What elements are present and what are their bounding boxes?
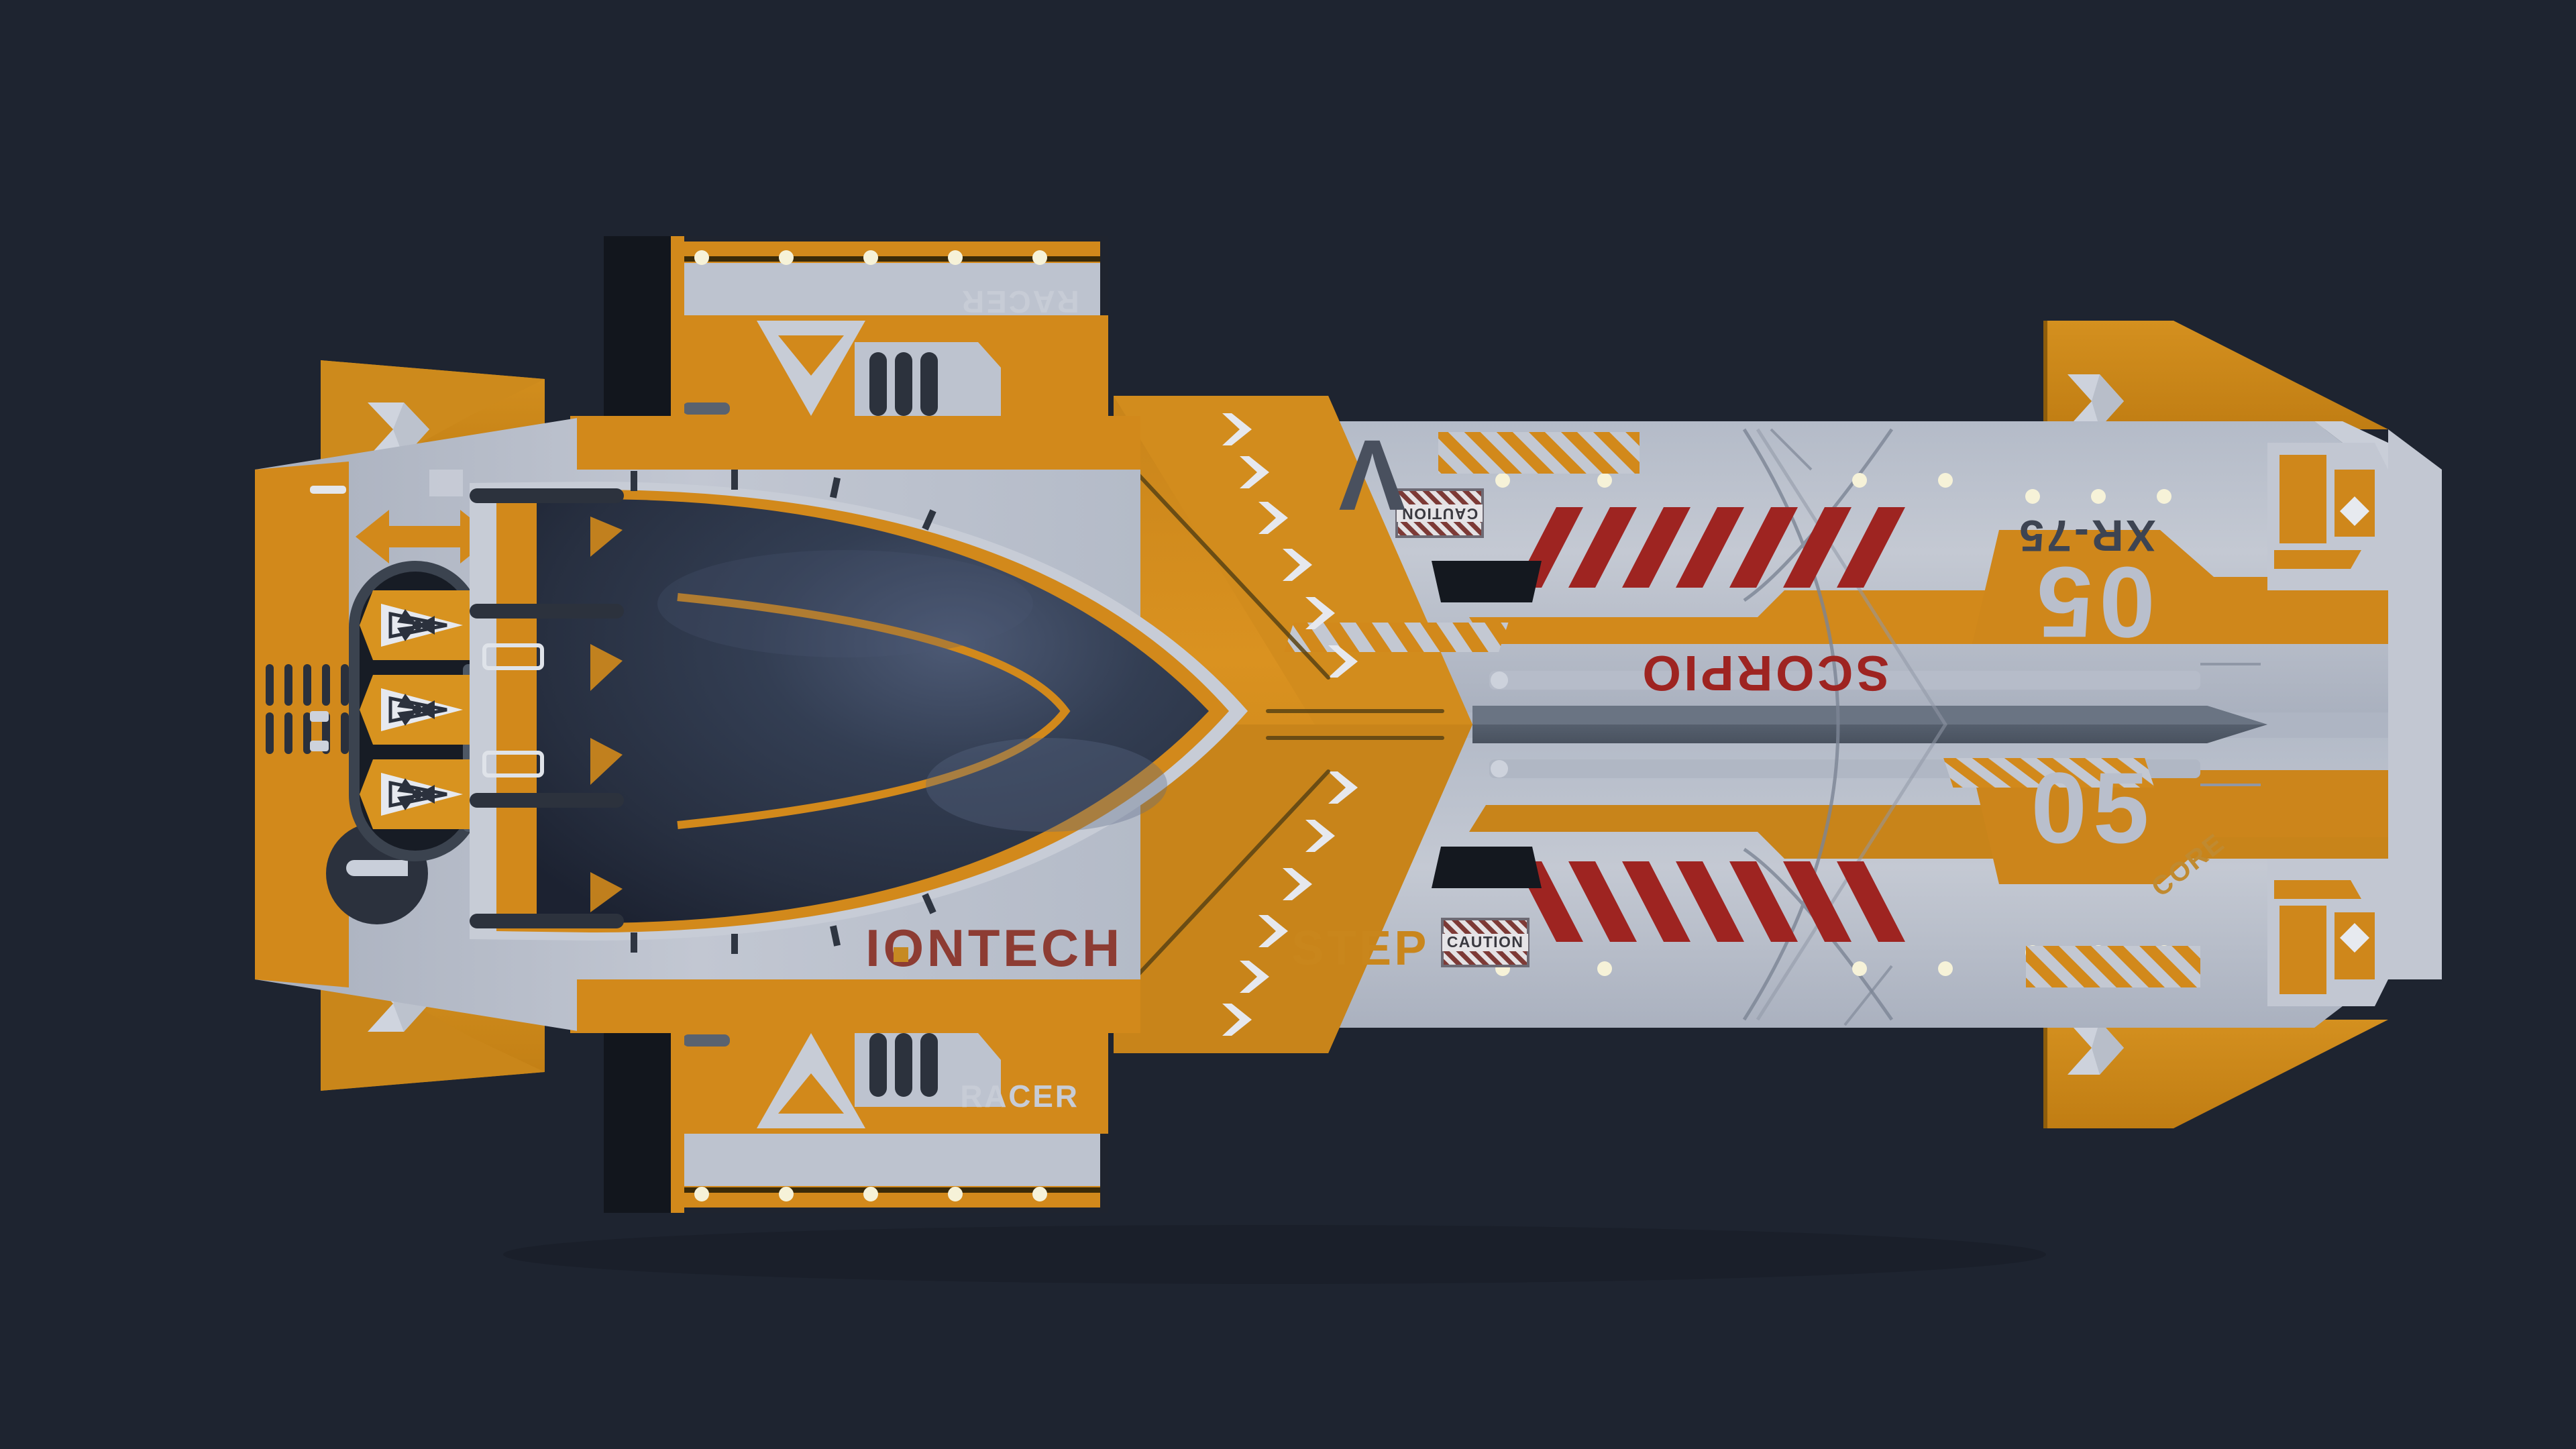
- chevron-right-icon: [2068, 1021, 2124, 1075]
- ground-shadow: [503, 1225, 2046, 1284]
- spine-chevrons-lower: [1222, 771, 1358, 1036]
- caution-label: CAUTION: [1401, 505, 1478, 523]
- nose-leading-edge: [2388, 470, 2442, 979]
- nose-tip-lower: [2267, 859, 2388, 1006]
- racing-number-bottom: 05: [2031, 751, 2155, 864]
- hazard-stripe-panel-nose-2: [1943, 758, 2155, 788]
- caution-label: CAUTION: [1447, 933, 1523, 951]
- step-decal: STEP: [1291, 922, 1429, 975]
- intake-vent-top: [1432, 561, 1542, 602]
- thruster-pipe-group: [855, 1033, 1001, 1107]
- radiation-icon: [360, 759, 486, 829]
- spine-chevrons-upper: [1222, 413, 1358, 678]
- red-stripes-bottom: [1515, 861, 1905, 942]
- engine-pod-bottom: RACER: [604, 1033, 1108, 1213]
- caution-placard-top[interactable]: CAUTION: [1395, 488, 1484, 538]
- pod-lights-bottom: [694, 1187, 1047, 1201]
- nose-accent-lines: [1132, 468, 1444, 981]
- thruster-pipe-group: [855, 342, 1001, 416]
- model-code-decal: XR-75: [2017, 511, 2156, 561]
- running-lights-top: [1495, 473, 2171, 504]
- cockpit-canopy[interactable]: [470, 482, 1248, 941]
- triangle-emblem-icon: [757, 321, 865, 416]
- vent-slots: [266, 664, 368, 754]
- radiation-icon: [360, 675, 486, 745]
- radiation-icon: [360, 590, 486, 660]
- canopy-struts: [470, 488, 624, 928]
- caution-placard-bottom[interactable]: CAUTION: [1441, 918, 1529, 967]
- class-label-bottom: RACER: [960, 1079, 1079, 1114]
- hazard-stripe-panel-nose: [1284, 623, 1509, 652]
- racing-number-band-bottom: [1972, 770, 2388, 884]
- front-fin-upper: [2043, 321, 2388, 429]
- pod-lights-top: [694, 250, 1047, 265]
- hazard-module-housing[interactable]: [349, 561, 486, 861]
- lambda-glyph: Λ: [1338, 419, 1411, 531]
- racing-number-band-top: [1972, 530, 2388, 644]
- centre-lance: [1472, 671, 2267, 778]
- model-name-decal: SCORPIO: [1640, 645, 1889, 701]
- front-fin-lower: [2043, 1020, 2388, 1128]
- mid-hull-details: [310, 470, 463, 751]
- brand-mark-square: [894, 947, 908, 962]
- chevron-right-icon: [2068, 374, 2124, 428]
- double-arrow-icon: [356, 510, 494, 564]
- canopy-shroud-ticks: [631, 470, 936, 954]
- racing-number-top: 05: [2031, 546, 2155, 659]
- engine-pod-top: RACER: [604, 236, 1108, 416]
- class-label-top: RACER: [960, 284, 1079, 319]
- hazard-stripe-panel-bottom: [2026, 946, 2200, 987]
- canopy-chevrons: [590, 517, 623, 912]
- triangle-emblem-icon: [757, 1033, 865, 1128]
- hazard-stripe-panel-top: [1438, 432, 1640, 474]
- intake-vent-bottom: [1432, 847, 1542, 888]
- nose-tip-upper: [2267, 429, 2442, 590]
- chevron-right-icon: [368, 402, 429, 458]
